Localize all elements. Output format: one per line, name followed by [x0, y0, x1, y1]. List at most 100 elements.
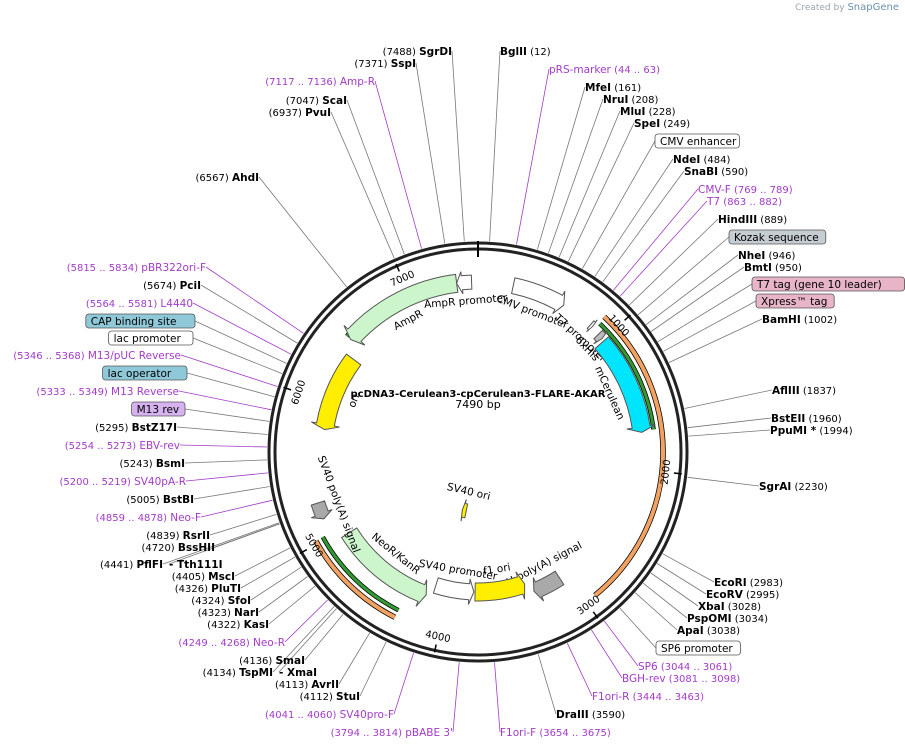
- label-name: BGH-rev: [622, 673, 666, 685]
- label-position: (3044 .. 3061): [658, 662, 733, 673]
- site-label-group: (4134) TspMI: [203, 667, 273, 679]
- label-position: (4405): [172, 572, 208, 583]
- site-label-group: F1ori-F (3654 .. 3675): [500, 727, 611, 739]
- label-text: Kozak sequence: [734, 232, 819, 244]
- feature-arrow-6: [432, 577, 475, 605]
- label-text: (5295) BstZ17I: [95, 422, 177, 434]
- label-text: SP6 (3044 .. 3061): [638, 661, 732, 673]
- label-name: SmaI: [276, 655, 306, 667]
- label-position: (4324): [191, 596, 227, 607]
- site-label-group: SP6 promoter: [655, 640, 741, 656]
- site-label-group: M13 rev: [131, 401, 186, 417]
- label-text: (5333 .. 5349) M13 Reverse: [36, 386, 179, 398]
- bp-tick-5000: [299, 548, 308, 555]
- leader-line: [180, 354, 278, 387]
- label-position: (7488): [383, 47, 419, 58]
- label-position: (3038): [704, 626, 741, 637]
- label-text: (4324) SfoI: [191, 595, 251, 607]
- leader-line: [548, 98, 604, 254]
- leader-line: [193, 486, 270, 500]
- label-name: SspI: [391, 58, 416, 70]
- label-name: PciI: [180, 280, 201, 292]
- label-position: (4839): [146, 531, 182, 542]
- label-text: (5243) BsmI: [119, 458, 185, 470]
- label-name: SpeI: [634, 118, 660, 130]
- leader-line: [687, 476, 760, 487]
- label-box: [102, 365, 188, 381]
- leader-line: [415, 62, 446, 244]
- leader-line: [629, 218, 719, 306]
- leader-line: [537, 654, 557, 715]
- label-text: SpeI (249): [634, 118, 690, 130]
- site-label-group: MluI (228): [620, 106, 676, 118]
- label-position: (4112): [300, 692, 336, 703]
- site-label-group: Kozak sequence: [728, 229, 827, 245]
- leader-line: [185, 472, 269, 482]
- label-name: BsmI: [156, 458, 185, 470]
- leader-line: [346, 99, 405, 255]
- label-position: (5005): [126, 495, 162, 506]
- label-position: (946): [765, 251, 795, 262]
- leader-line: [330, 111, 395, 259]
- label-name: BstEII: [771, 413, 805, 425]
- orf-arc-2: [598, 322, 656, 430]
- label-name: TspMI: [239, 667, 273, 679]
- feature-arrow-11: [343, 273, 459, 346]
- leader-line: [582, 140, 656, 269]
- label-name: EcoRI: [714, 577, 747, 589]
- leader-line: [240, 556, 296, 589]
- label-text: NruI (208): [603, 94, 659, 106]
- site-label-group: T7 tag (gene 10 leader): [751, 276, 905, 292]
- site-label-group: T7 (863 .. 882): [706, 196, 782, 208]
- feature-arrow-9: [460, 499, 469, 522]
- feature-arrow-12: [456, 271, 473, 295]
- label-text: (7117 .. 7136) Amp-R: [265, 76, 375, 88]
- label-name: KasI: [244, 619, 269, 631]
- label-name: Neo-F: [170, 512, 201, 524]
- leader-line: [452, 662, 460, 733]
- label-name: NarI: [234, 607, 259, 619]
- label-name: Neo-R: [253, 637, 285, 649]
- site-label-group: (5243) BsmI: [119, 458, 185, 470]
- label-text: AflIII (1837): [772, 385, 836, 397]
- leader-line: [192, 337, 283, 374]
- feature-arrow-3: [594, 336, 656, 433]
- bp-tick-6000: [283, 386, 292, 391]
- plasmid-name: pcDNA3-Cerulean3-cpCerulean3-FLARE-AKAR: [351, 389, 606, 400]
- site-label-group: MfeI (161): [585, 82, 641, 94]
- site-label-group: SnaBI (590): [684, 166, 748, 178]
- label-text: DraIII (3590): [556, 709, 625, 721]
- label-name: BstBI: [163, 494, 194, 506]
- label-text: (5200 .. 5219) SV40pA-R: [59, 476, 186, 488]
- feature-arrow-7: [340, 527, 428, 607]
- label-text: (6567) AhdI: [196, 172, 259, 184]
- bp-tick-1000: [624, 314, 631, 321]
- label-name: - Tth111I: [169, 559, 223, 571]
- label-name: pBABE 3': [405, 727, 453, 739]
- label-text: XbaI (3028): [698, 601, 761, 613]
- bp-tick-label: 6000: [290, 379, 308, 407]
- label-text: Xpress™ tag: [761, 296, 827, 308]
- site-label-group: (4249 .. 4268) Neo-R: [178, 637, 285, 649]
- orf-arc-3: [314, 539, 396, 620]
- label-text: (4326) PluTI: [175, 583, 241, 595]
- label-text: (4323) NarI: [198, 607, 259, 619]
- leader-line: [489, 50, 501, 242]
- label-name: SnaBI: [684, 166, 718, 178]
- leader-line: [178, 390, 272, 411]
- site-label-group: (4859 .. 4878) Neo-F: [96, 512, 201, 524]
- label-position: (5243): [119, 459, 155, 470]
- label-name: BamHI: [762, 314, 801, 326]
- label-name: F1ori-F: [500, 727, 536, 739]
- feature-arrow-8: [310, 500, 333, 520]
- label-position: (6937): [269, 108, 305, 119]
- watermark: Created by SnapGene: [795, 2, 899, 13]
- label-position: (4441): [100, 560, 136, 571]
- site-label-group: PspOMI (3034): [687, 613, 768, 625]
- site-label-group: BmtI (950): [744, 262, 802, 274]
- leader-line: [192, 302, 292, 355]
- label-text: (4322) KasI: [207, 619, 269, 631]
- site-labels: (7488) SgrDI(7371) SspI(7117 .. 7136) Am…: [13, 46, 905, 739]
- label-position: (889): [757, 215, 787, 226]
- label-name: NdeI: [673, 154, 700, 166]
